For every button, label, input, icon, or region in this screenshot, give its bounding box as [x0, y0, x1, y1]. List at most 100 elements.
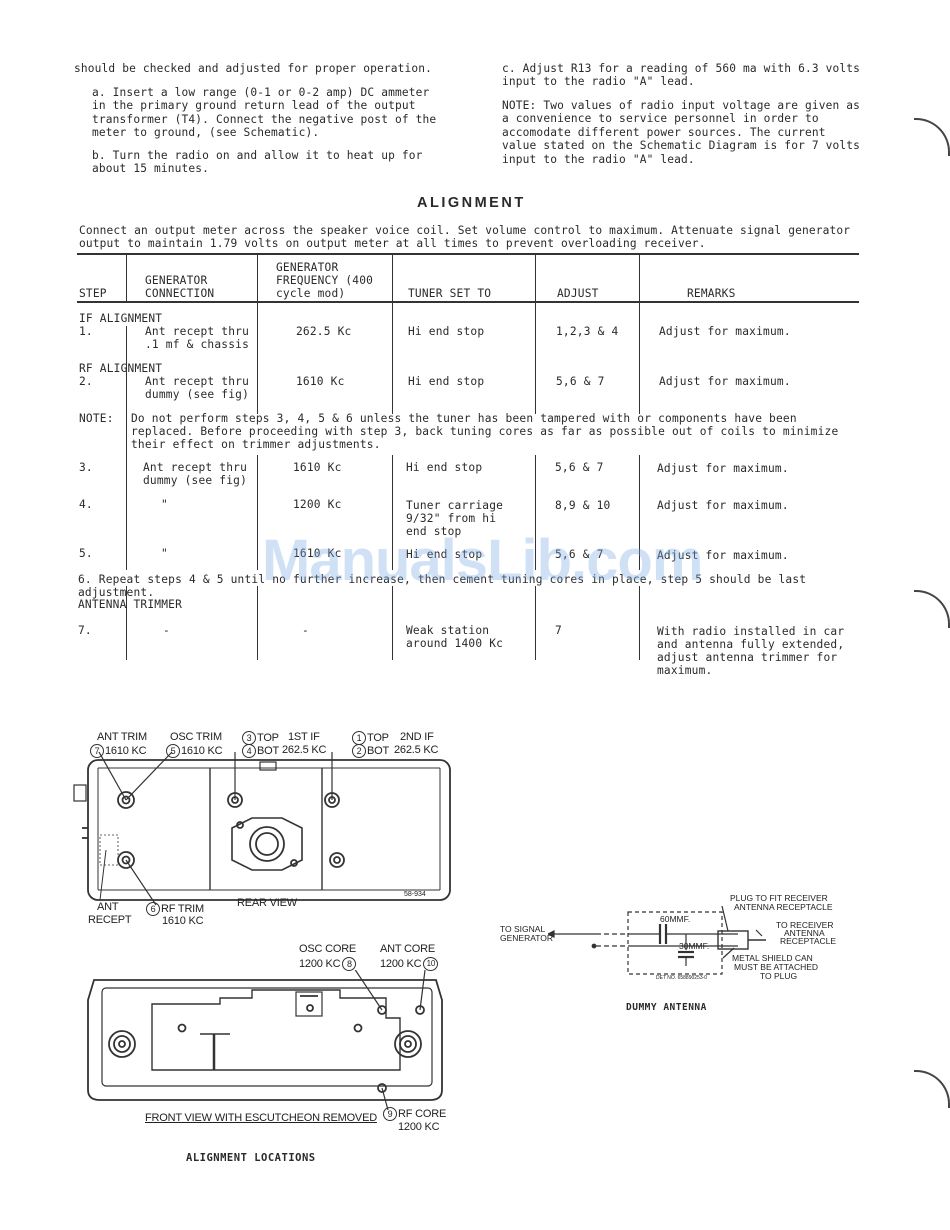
ant-recept-label-2: RECEPT — [88, 914, 132, 926]
row1-step: 1. — [79, 325, 93, 338]
step6-text: 6. Repeat steps 4 & 5 until no further i… — [78, 573, 807, 599]
ant-core-frequency: 1200 KC — [380, 958, 422, 970]
first-if-bot-label: BOT — [257, 745, 280, 757]
capacitor-60mmf-label: 60MMF. — [660, 914, 691, 924]
callout-number: 3 — [242, 731, 256, 745]
dummy-antenna-caption: DUMMY ANTENNA — [626, 1002, 707, 1013]
second-if-top-callout: 1 TOP — [352, 731, 389, 745]
row7-tuner: Weak station around 1400 Kc — [406, 624, 504, 650]
row3-step: 3. — [79, 461, 93, 474]
ant-trim-label: ANT TRIM — [97, 731, 147, 743]
first-if-frequency: 262.5 KC — [282, 744, 327, 756]
rf-trim-label: RF TRIM — [161, 903, 205, 915]
table-col-divider — [392, 455, 393, 570]
row3-adjust: 5,6 & 7 — [555, 461, 604, 474]
callout-number: 2 — [352, 744, 366, 758]
first-if-bot-callout: 4 BOT — [242, 744, 279, 758]
table-col-divider — [535, 586, 536, 660]
intro-note: NOTE: Two values of radio input voltage … — [502, 99, 861, 166]
rf-core-hole — [377, 1083, 387, 1093]
row7-step: 7. — [78, 624, 92, 637]
callout-number: 5 — [166, 744, 180, 758]
row4-remarks: Adjust for maximum. — [657, 499, 789, 512]
table-col-divider — [639, 302, 640, 414]
table-col-divider — [392, 302, 393, 414]
to-signal-label-2: GENERATOR — [500, 933, 554, 943]
row5-connection: " — [161, 547, 168, 560]
row2-tuner: Hi end stop — [408, 375, 485, 388]
to-receiver-label-1: TO RECEIVER — [776, 920, 834, 930]
dummy-antenna-diagram — [548, 905, 766, 975]
alignment-locations-caption: ALIGNMENT LOCATIONS — [186, 1152, 316, 1164]
ant-recept-label: ANT — [97, 901, 119, 913]
row1-remarks: Adjust for maximum. — [659, 325, 791, 338]
table-header-rule — [77, 301, 859, 303]
callout-number: 9 — [383, 1107, 397, 1121]
rf-trim-hole — [117, 851, 135, 869]
to-receiver-label-3: RECEPTACLE — [780, 936, 837, 946]
row3-frequency: 1610 Kc — [293, 461, 342, 474]
shield-label-2: MUST BE ATTACHED — [734, 962, 819, 972]
row3-connection: Ant recept thru dummy (see fig) — [143, 461, 248, 487]
row3-tuner: Hi end stop — [406, 461, 483, 474]
to-receiver-label-2: ANTENNA — [784, 928, 825, 938]
plug-label-1: PLUG TO FIT RECEIVER — [730, 893, 828, 903]
row2-step: 2. — [79, 375, 93, 388]
row2-connection: Ant recept thru dummy (see fig) — [145, 375, 250, 401]
osc-core-callout: 1200 KC 8 — [299, 957, 357, 971]
table-col-divider — [639, 455, 640, 570]
row4-connection: " — [161, 498, 168, 511]
row5-tuner: Hi end stop — [406, 548, 483, 561]
part-number: 58-934 — [404, 891, 426, 898]
intro-step-c: c. Adjust R13 for a reading of 560 ma wi… — [502, 62, 861, 89]
det-number: DET NO. 658890253-0 — [656, 975, 708, 981]
first-if-top-label: TOP — [257, 732, 279, 744]
row1-connection: Ant recept thru .1 mf & chassis — [145, 325, 250, 351]
intro-step-a: a. Insert a low range (0-1 or 0-2 amp) D… — [92, 86, 437, 140]
table-col-divider — [257, 254, 258, 302]
binder-tab-bottom — [914, 1070, 950, 1108]
osc-trim-callout: 5 1610 KC — [166, 744, 223, 758]
header-tuner: TUNER SET TO — [408, 287, 492, 300]
table-col-divider — [535, 254, 536, 302]
alignment-instructions: Connect an output meter across the speak… — [79, 224, 851, 251]
section-antenna-trimmer: ANTENNA TRIMMER — [78, 598, 183, 611]
header-frequency: GENERATOR FREQUENCY (400 cycle mod) — [276, 261, 374, 300]
shield-label-3: TO PLUG — [760, 971, 798, 981]
intro-step-b: b. Turn the radio on and allow it to hea… — [92, 149, 423, 176]
row3-remarks: Adjust for maximum. — [657, 462, 789, 475]
front-view-diagram — [87, 970, 443, 1110]
front-view-caption: FRONT VIEW WITH ESCUTCHEON REMOVED — [145, 1112, 377, 1124]
header-adjust: ADJUST — [557, 287, 599, 300]
row7-remarks: With radio installed in car and antenna … — [657, 625, 845, 677]
osc-trim-frequency: 1610 KC — [181, 745, 223, 757]
first-if-label: 1ST IF — [288, 731, 320, 743]
binder-tab-top — [914, 118, 950, 156]
row4-tuner: Tuner carriage 9/32" from hi end stop — [406, 499, 504, 538]
chassis-outline — [87, 759, 451, 901]
table-top-rule — [77, 253, 859, 255]
ant-trim-hole — [117, 791, 135, 809]
binder-tab-middle — [914, 590, 950, 628]
alignment-heading: ALIGNMENT — [417, 195, 526, 211]
ant-core-label: ANT CORE — [380, 943, 436, 955]
header-step: STEP — [79, 287, 107, 300]
table-col-divider — [257, 455, 258, 570]
ant-trim-callout: 7 1610 KC — [90, 744, 147, 758]
osc-trim-label: OSC TRIM — [170, 731, 222, 743]
watermark: ManualsLib.com — [262, 528, 703, 593]
row2-adjust: 5,6 & 7 — [556, 375, 605, 388]
row5-step: 5. — [79, 547, 93, 560]
table-col-divider — [126, 326, 127, 414]
rf-trim-frequency: 1610 KC — [162, 915, 204, 927]
second-if-top-label: TOP — [367, 732, 389, 744]
callout-number: 8 — [342, 957, 357, 971]
table-col-divider — [535, 302, 536, 414]
osc-core-label: OSC CORE — [299, 943, 357, 955]
section-if-alignment: IF ALIGNMENT — [79, 312, 163, 325]
row4-frequency: 1200 Kc — [293, 498, 342, 511]
table-col-divider — [257, 302, 258, 414]
shield-label-1: METAL SHIELD CAN — [732, 953, 813, 963]
row1-tuner: Hi end stop — [408, 325, 485, 338]
capacitor-30mmf-label: 30MMF. — [679, 941, 710, 951]
